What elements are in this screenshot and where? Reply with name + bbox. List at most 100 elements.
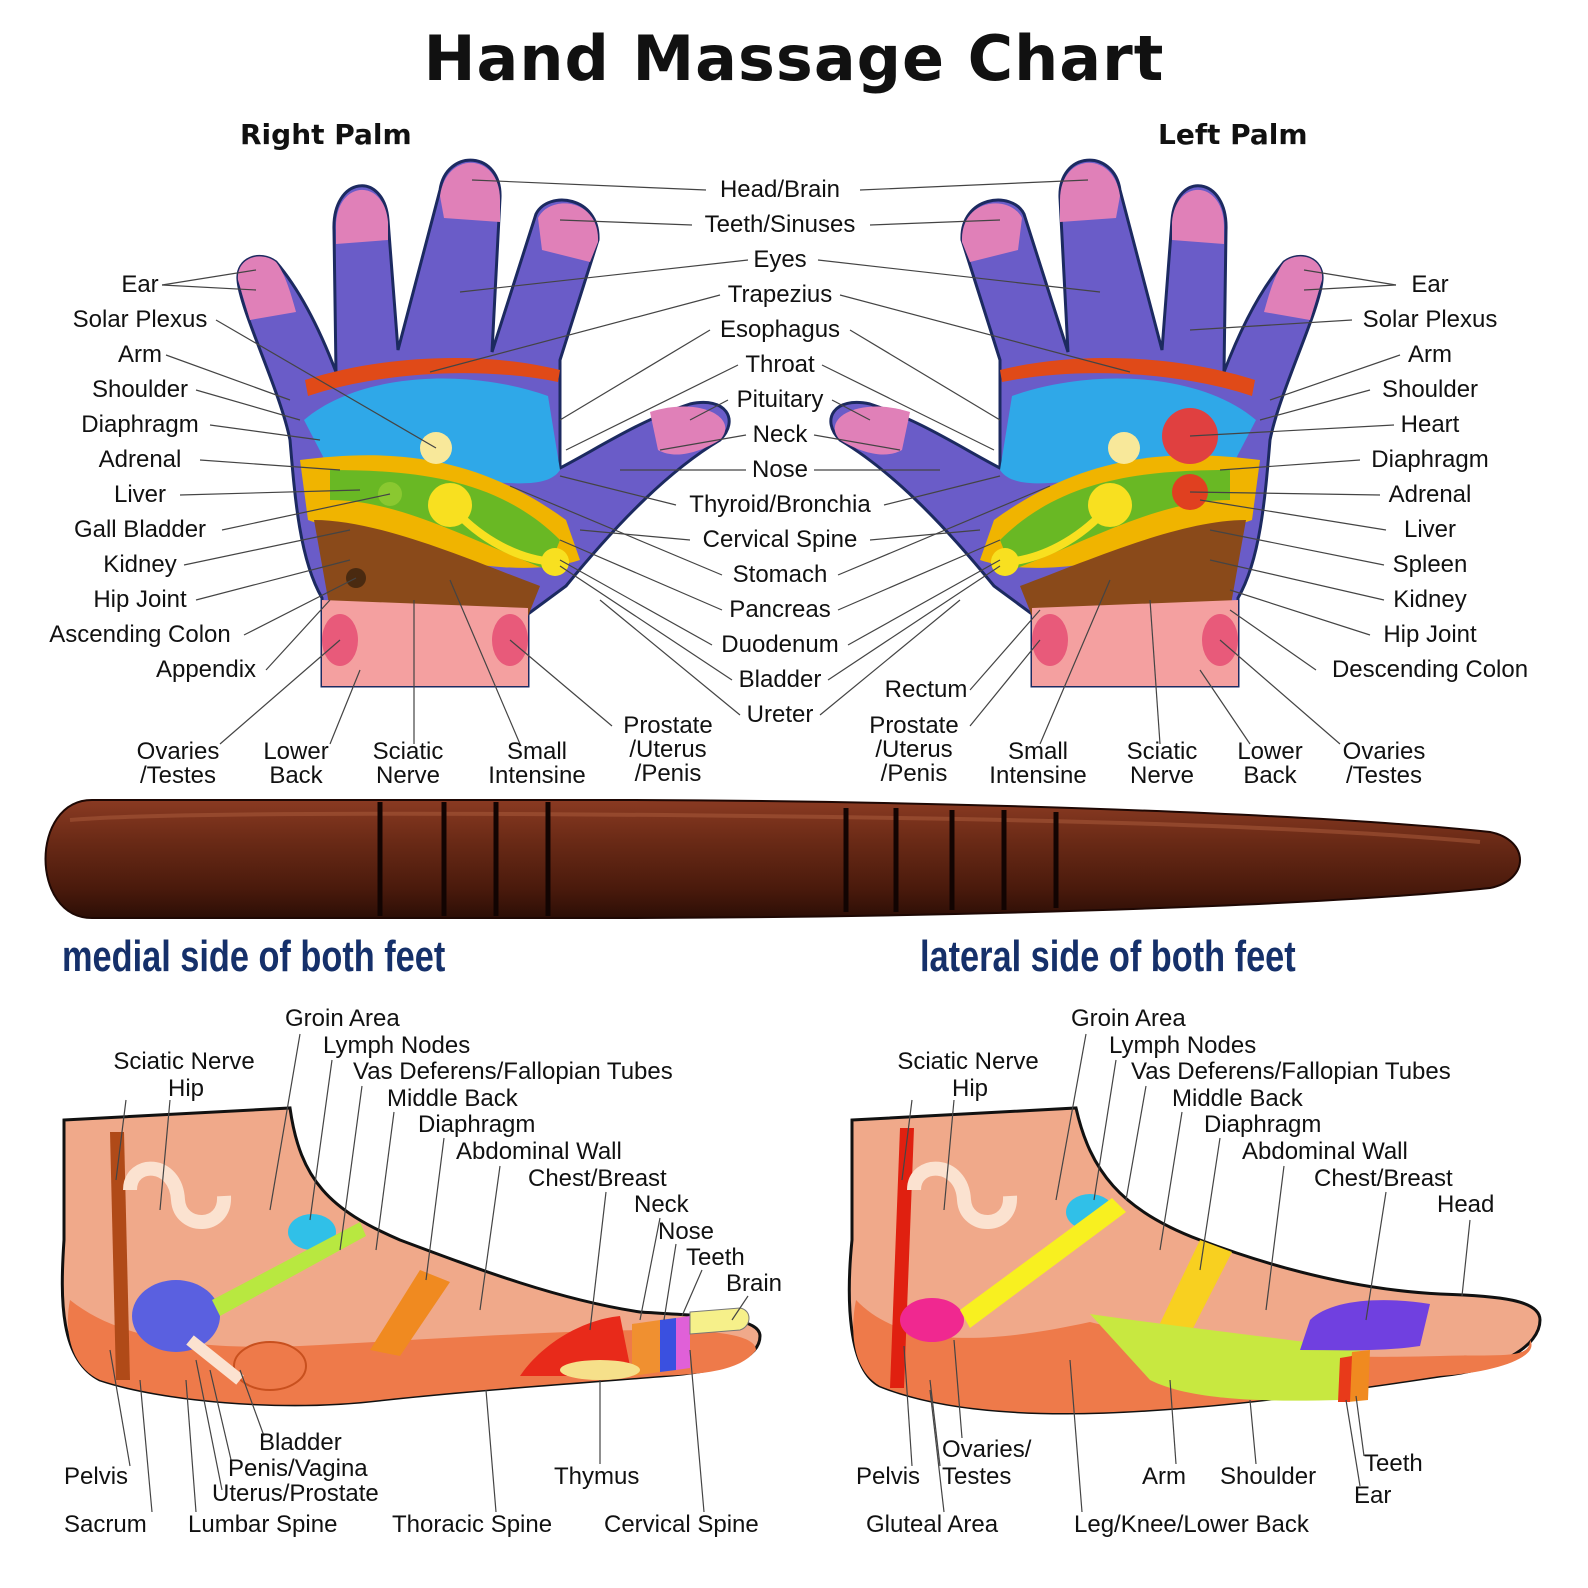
medial-label-lumbar-spine: Lumbar Spine [188,1511,338,1538]
left-label-solar-plexus: Solar Plexus [1362,306,1498,333]
label-eyes: Eyes [753,246,807,273]
left-label-arm: Arm [1408,341,1452,368]
right-label-prostate-uterus-penis: Prostate /Uterus /Penis [623,712,713,787]
lateral-label-head: Head [1437,1191,1495,1218]
lateral-label-middle-back: Middle Back [1172,1085,1303,1112]
medial-label-vas-deferens: Vas Deferens/Fallopian Tubes [353,1058,673,1085]
medial-label-penis-vagina: Penis/Vagina [228,1455,368,1482]
label-ureter: Ureter [746,701,814,728]
label-duodenum: Duodenum [721,631,839,658]
right-label-small-intestine: Small Intensine [488,738,586,789]
label-trapezius: Trapezius [727,281,833,308]
medial-label-abdominal-wall: Abdominal Wall [456,1138,622,1165]
lateral-label-chest-breast: Chest/Breast [1314,1165,1453,1192]
medial-label-groin-area: Groin Area [285,1005,400,1032]
left-label-descending-colon: Descending Colon [1331,656,1529,683]
page-title: Hand Massage Chart [423,22,1165,95]
medial-label-lymph-nodes: Lymph Nodes [323,1032,471,1059]
label-teeth-sinuses: Teeth/Sinuses [704,211,856,238]
foot-leader-lines [109,1033,1471,1513]
lateral-label-diaphragm: Diaphragm [1204,1111,1322,1138]
medial-label-diaphragm: Diaphragm [418,1111,536,1138]
medial-label-nose: Nose [658,1218,715,1245]
label-throat: Throat [745,351,815,378]
lateral-label-leg-knee-lower-back: Leg/Knee/Lower Back [1074,1511,1309,1538]
left-label-shoulder: Shoulder [1381,376,1479,403]
right-palm-title: Right Palm [240,118,412,151]
left-label-heart: Heart [1400,411,1460,438]
left-label-ovaries-testes: Ovaries /Testes [1342,738,1426,789]
right-label-ovaries-testes: Ovaries /Testes [136,738,220,789]
left-label-kidney: Kidney [1393,586,1467,613]
medial-label-chest-breast: Chest/Breast [528,1165,667,1192]
medial-label-uterus-prostate: Uterus/Prostate [212,1480,379,1507]
label-pancreas: Pancreas [729,596,831,623]
label-rectum: Rectum [884,676,968,703]
right-label-shoulder: Shoulder [91,376,189,403]
lateral-label-gluteal-area: Gluteal Area [866,1511,999,1538]
lateral-foot-illustration [847,1106,1542,1415]
right-label-hip-joint: Hip Joint [93,586,187,613]
left-label-small-intestine: Small Intensine [989,738,1087,789]
left-label-spleen: Spleen [1392,551,1468,578]
left-label-lower-back: Lower Back [1237,738,1303,789]
medial-label-hip: Hip [167,1075,205,1102]
medial-label-brain: Brain [726,1270,783,1297]
medial-label-pelvis: Pelvis [64,1463,129,1490]
right-label-diaphragm: Diaphragm [81,411,199,438]
left-palm-leader-lines [969,269,1401,745]
medial-label-middle-back: Middle Back [387,1085,518,1112]
center-leader-lines [429,179,1131,716]
left-label-ear: Ear [1411,271,1449,298]
medial-label-thoracic-spine: Thoracic Spine [392,1511,553,1538]
medial-foot-illustration [60,1106,762,1407]
right-palm-leader-lines [161,269,613,745]
lateral-label-arm: Arm [1142,1463,1186,1490]
lateral-feet-heading: lateral side of both feet [920,932,1296,981]
lateral-label-ear: Ear [1354,1482,1392,1509]
medial-label-cervical-spine: Cervical Spine [604,1511,759,1538]
lateral-label-pelvis: Pelvis [856,1463,921,1490]
right-label-solar-plexus: Solar Plexus [72,306,208,333]
right-label-liver: Liver [113,481,167,508]
label-esophagus: Esophagus [719,316,841,343]
left-palm-title: Left Palm [1158,118,1308,151]
left-label-hip-joint: Hip Joint [1383,621,1477,648]
lateral-label-lymph-nodes: Lymph Nodes [1109,1032,1257,1059]
left-label-prostate-uterus-penis: Prostate /Uterus /Penis [869,712,959,787]
right-label-ear: Ear [121,271,159,298]
medial-label-bladder: Bladder [259,1429,342,1456]
medial-label-sacrum: Sacrum [64,1511,147,1538]
label-cervical-spine: Cervical Spine [702,526,858,553]
medial-label-thymus: Thymus [554,1463,640,1490]
label-head-brain: Head/Brain [719,176,841,203]
right-label-gall-bladder: Gall Bladder [73,516,207,543]
right-label-ascending-colon: Ascending Colon [49,621,231,648]
left-label-diaphragm: Diaphragm [1371,446,1489,473]
label-pituitary: Pituitary [736,386,824,413]
label-neck: Neck [752,421,808,448]
label-stomach: Stomach [732,561,828,588]
label-thyroid-bronchia: Thyroid/Bronchia [689,491,871,518]
medial-label-neck: Neck [634,1191,689,1218]
medial-label-teeth: Teeth [686,1244,745,1271]
wooden-massage-stick [44,799,1521,919]
medial-feet-heading: medial side of both feet [62,932,446,981]
right-label-lower-back: Lower Back [263,738,329,789]
lateral-label-shoulder: Shoulder [1220,1463,1317,1490]
right-label-arm: Arm [118,341,162,368]
right-palm-illustration [236,158,731,688]
left-label-adrenal: Adrenal [1388,481,1472,508]
lateral-label-sciatic-nerve: Sciatic Nerve [897,1048,1039,1075]
lateral-label-groin-area: Groin Area [1071,1005,1186,1032]
left-palm-illustration [829,158,1324,688]
right-label-kidney: Kidney [103,551,177,578]
lateral-label-testes: Testes [942,1463,1012,1490]
lateral-label-abdominal-wall: Abdominal Wall [1242,1138,1408,1165]
left-label-sciatic-nerve: Sciatic Nerve [1126,738,1198,789]
medial-label-sciatic-nerve: Sciatic Nerve [113,1048,255,1075]
right-label-adrenal: Adrenal [98,446,182,473]
right-label-sciatic-nerve: Sciatic Nerve [372,738,444,789]
label-bladder: Bladder [738,666,822,693]
